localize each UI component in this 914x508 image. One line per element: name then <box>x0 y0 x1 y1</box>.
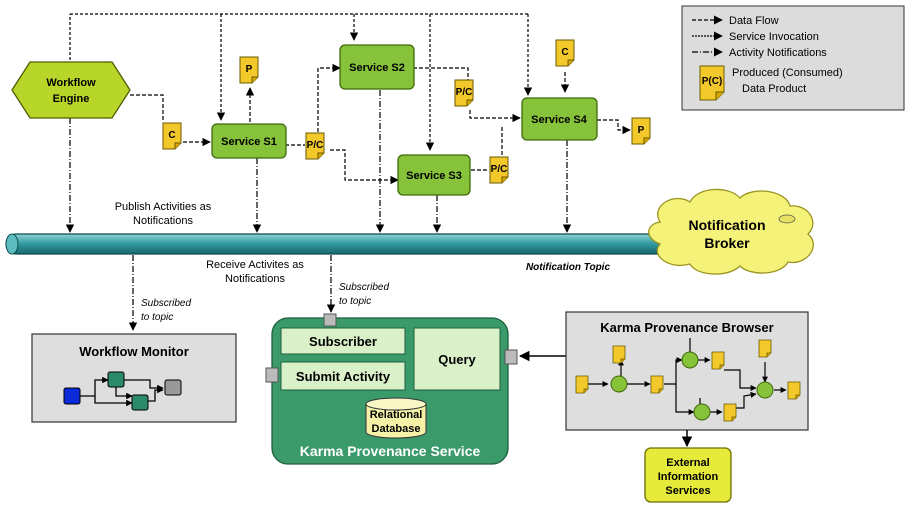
query-port <box>504 349 518 365</box>
db-line2: Database <box>372 423 421 435</box>
svg-text:P/C: P/C <box>307 140 324 151</box>
monitor-node-1 <box>107 371 125 388</box>
subscribed-center-line2: to topic <box>339 296 371 307</box>
doc-pc-s2: P/C <box>454 79 474 107</box>
publish-label-line1: Publish Activities as <box>115 201 212 213</box>
legend-produced-line1: Produced (Consumed) <box>732 67 843 79</box>
publish-label-line2: Notifications <box>133 215 193 227</box>
submit-activity-port <box>265 367 279 383</box>
browser-doc-6 <box>758 339 772 358</box>
browser-doc-3 <box>650 375 664 394</box>
receive-label-line2: Notifications <box>225 273 285 285</box>
karma-provenance-service: Subscriber Submit Activity Query Relatio… <box>265 313 518 465</box>
browser-graph-edges <box>588 338 787 415</box>
doc-pc-s3: P/C <box>489 156 509 184</box>
monitor-node-start <box>63 387 81 405</box>
workflow-engine-line2: Engine <box>53 93 90 105</box>
external-information-services: External Information Services <box>644 447 732 503</box>
submit-activity-label: Submit Activity <box>296 369 391 384</box>
browser-node-1 <box>610 375 628 393</box>
service-s1-label: Service S1 <box>221 136 277 148</box>
subscriber-port <box>323 313 337 327</box>
browser-doc-7 <box>787 381 801 400</box>
bus-labels: Publish Activities as Notifications Rece… <box>115 201 611 323</box>
service-s3: Service S3 <box>397 154 471 196</box>
subscriber-label: Subscriber <box>309 334 377 349</box>
doc-p-s1: P <box>239 56 259 84</box>
svg-text:C: C <box>561 47 568 58</box>
workflow-monitor-title: Workflow Monitor <box>79 344 189 359</box>
browser-node-4 <box>756 381 774 399</box>
query-box <box>413 327 501 391</box>
monitor-node-2 <box>131 394 149 411</box>
legend-service-invocation: Service Invocation <box>729 31 819 43</box>
browser-doc-5 <box>723 403 737 422</box>
legend: Data Flow Service Invocation Activity No… <box>681 5 905 111</box>
service-s1: Service S1 <box>211 123 287 159</box>
service-invocation-lines <box>69 13 533 151</box>
svg-text:P/C: P/C <box>456 87 473 98</box>
external-line2: Information <box>658 471 719 483</box>
doc-pc-s1: P/C <box>305 132 325 160</box>
notification-bus <box>5 233 671 255</box>
query-label: Query <box>438 352 476 367</box>
workflow-monitor: Workflow Monitor <box>31 333 237 423</box>
workflow-engine: Workflow Engine <box>11 61 131 119</box>
relational-database: Relational Database <box>365 397 427 439</box>
data-flow-lines <box>130 63 631 185</box>
doc-p-s4: P <box>631 117 651 145</box>
activity-notification-lines <box>65 90 572 331</box>
notification-broker: Notification Broker <box>648 188 814 275</box>
subscribed-left-line1: Subscribed <box>141 298 191 309</box>
doc-c-engine: C <box>162 122 182 150</box>
monitor-node-end <box>164 379 182 396</box>
broker-line1: Notification <box>689 217 766 233</box>
subscribed-center-line1: Subscribed <box>339 282 389 293</box>
svg-text:P/C: P/C <box>491 164 508 175</box>
legend-doc-icon: P(C) <box>699 65 725 101</box>
karma-browser-title: Karma Provenance Browser <box>600 320 773 335</box>
karma-service-title: Karma Provenance Service <box>300 443 481 459</box>
doc-c-s4: C <box>555 39 575 67</box>
workflow-monitor-graph <box>80 376 164 407</box>
service-s2: Service S2 <box>339 44 415 90</box>
browser-doc-2 <box>612 345 626 364</box>
external-line3: Services <box>665 485 710 497</box>
submit-activity-box <box>280 361 406 391</box>
subscriber-box <box>280 327 406 355</box>
karma-provenance-browser: Karma Provenance Browser <box>565 311 809 431</box>
service-s2-label: Service S2 <box>349 62 405 74</box>
svg-text:P(C): P(C) <box>702 76 723 87</box>
legend-activity-notifications: Activity Notifications <box>729 47 827 59</box>
browser-doc-1 <box>575 375 589 394</box>
workflow-engine-line1: Workflow <box>46 77 96 89</box>
service-s4: Service S4 <box>521 97 598 141</box>
service-s4-label: Service S4 <box>531 114 588 126</box>
svg-text:C: C <box>168 130 175 141</box>
legend-produced-line2: Data Product <box>742 83 806 95</box>
receive-label-line1: Receive Activites as <box>206 259 304 271</box>
browser-node-2 <box>681 351 699 369</box>
svg-text:P: P <box>638 125 645 136</box>
db-line1: Relational <box>370 409 423 421</box>
svg-text:P: P <box>246 64 253 75</box>
broker-line2: Broker <box>704 235 750 251</box>
service-s3-label: Service S3 <box>406 170 462 182</box>
notification-topic-label: Notification Topic <box>526 262 611 273</box>
external-line1: External <box>666 457 709 469</box>
browser-node-3 <box>693 403 711 421</box>
subscribed-left-line2: to topic <box>141 312 173 323</box>
browser-doc-4 <box>711 351 725 370</box>
legend-data-flow: Data Flow <box>729 15 779 27</box>
